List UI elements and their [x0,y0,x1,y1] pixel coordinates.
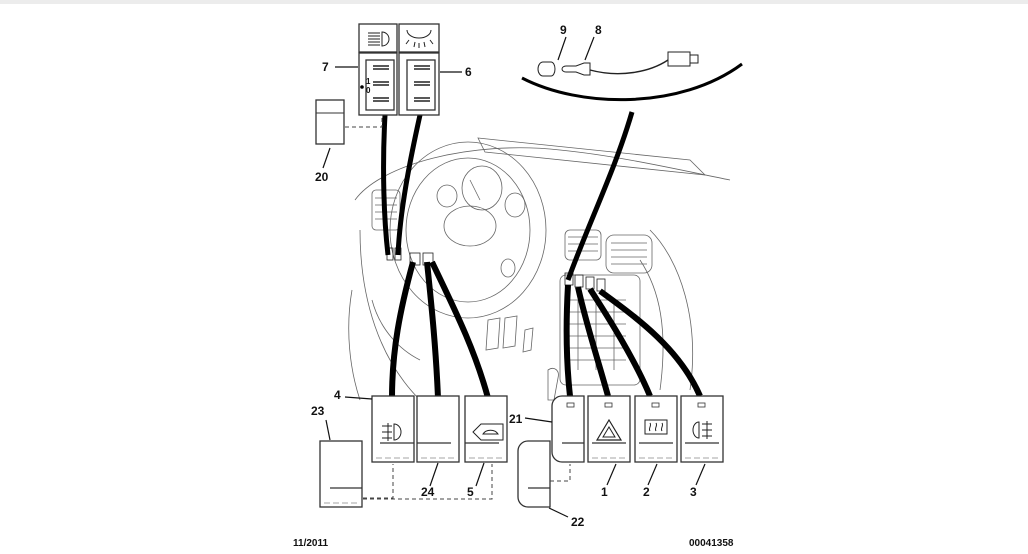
switch-22-blank [517,440,571,508]
top-border [0,0,1028,4]
callout-2: 2 [643,485,650,499]
callouts: 7 6 20 9 8 4 23 24 5 21 1 2 3 22 [311,23,697,529]
callout-22: 22 [571,515,585,529]
switch-5-central-locking [464,395,508,463]
headlamp-height-icon [368,31,390,47]
callout-7: 7 [322,60,329,74]
rear-fog-lamp-icon [692,421,712,439]
cable-6 [395,114,423,256]
cable-3 [598,288,703,398]
callout-20: 20 [315,170,329,184]
rear-demister-icon [644,419,668,435]
callout-8: 8 [595,23,602,37]
footer-date: 11/2011 [293,538,328,549]
switch-21-blank [551,395,585,463]
callout-21: 21 [509,412,523,426]
switch-2-rear-demister [634,395,678,463]
cable-1 [575,286,611,397]
callout-6: 6 [465,65,472,79]
socket-highlight-arc [521,62,743,102]
central-locking-icon [472,423,504,441]
callout-4: 4 [334,388,341,402]
socket-and-plug [537,51,699,77]
front-fog-lamp-icon [382,423,402,441]
switch7-mark-one: 1 [366,77,371,86]
switch-24-blank [416,395,460,463]
footer-reference: 00041358 [689,538,734,549]
switch-7-headlamp-height: 1 0 [358,23,398,116]
leader-lines [322,36,706,518]
switch-23-blank [319,440,363,508]
callout-3: 3 [690,485,697,499]
callout-24: 24 [421,485,435,499]
switch7-mark-zero: 0 [366,86,371,95]
cable-7 [381,114,391,256]
callout-23: 23 [311,404,325,418]
cable-24 [424,261,441,399]
hazard-warning-icon [595,418,623,441]
cable-2 [587,287,653,398]
switch-1-hazard [587,395,631,463]
blanking-cover-20 [315,99,383,145]
switch-6-interior-light [398,23,440,116]
switch-4-front-fog [371,395,415,463]
dashboard-sketch [348,137,731,401]
switch-3-rear-fog [680,395,724,463]
callout-5: 5 [467,485,474,499]
accessory-plug-8 [561,51,699,76]
link-23-4 [363,464,394,499]
cable-5 [429,260,491,399]
socket-cap-9 [537,61,556,77]
connection-cables [381,62,743,399]
cable-8 [565,111,635,281]
cable-4 [389,261,416,399]
cable-21 [563,284,573,397]
link-23-5 [363,464,493,500]
interior-light-icon [405,29,434,48]
callout-1: 1 [601,485,608,499]
callout-9: 9 [560,23,567,37]
